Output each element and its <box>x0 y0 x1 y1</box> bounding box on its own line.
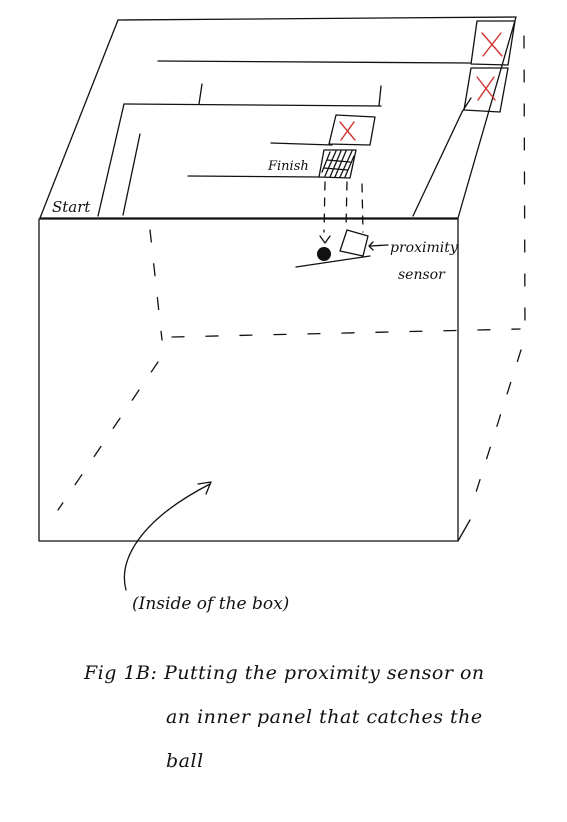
hidden-edges <box>58 36 525 510</box>
sensor-label-line1: proximity <box>390 240 459 256</box>
proximity-sensor <box>340 230 388 256</box>
drop-path <box>320 182 363 243</box>
maze-walls <box>98 61 471 216</box>
catch-panel <box>296 256 370 267</box>
ball <box>317 247 331 261</box>
inside-label: (Inside of the box) <box>132 594 289 614</box>
box-front-face <box>39 219 458 541</box>
box-right-side <box>458 520 470 541</box>
caption-line-3: ball <box>166 750 204 772</box>
finish-hole <box>319 150 356 178</box>
blocked-cell-2 <box>464 68 508 112</box>
finish-label: Finish <box>267 159 309 174</box>
caption-line-2: an inner panel that catches the <box>166 706 483 728</box>
sensor-label-line2: sensor <box>398 267 446 283</box>
caption-line-1: Fig 1B: Putting the proximity sensor on <box>84 662 485 684</box>
maze-top-panel <box>40 17 516 218</box>
start-label: Start <box>52 198 91 216</box>
inside-arrow <box>124 482 211 590</box>
blocked-cell-3 <box>329 115 375 145</box>
